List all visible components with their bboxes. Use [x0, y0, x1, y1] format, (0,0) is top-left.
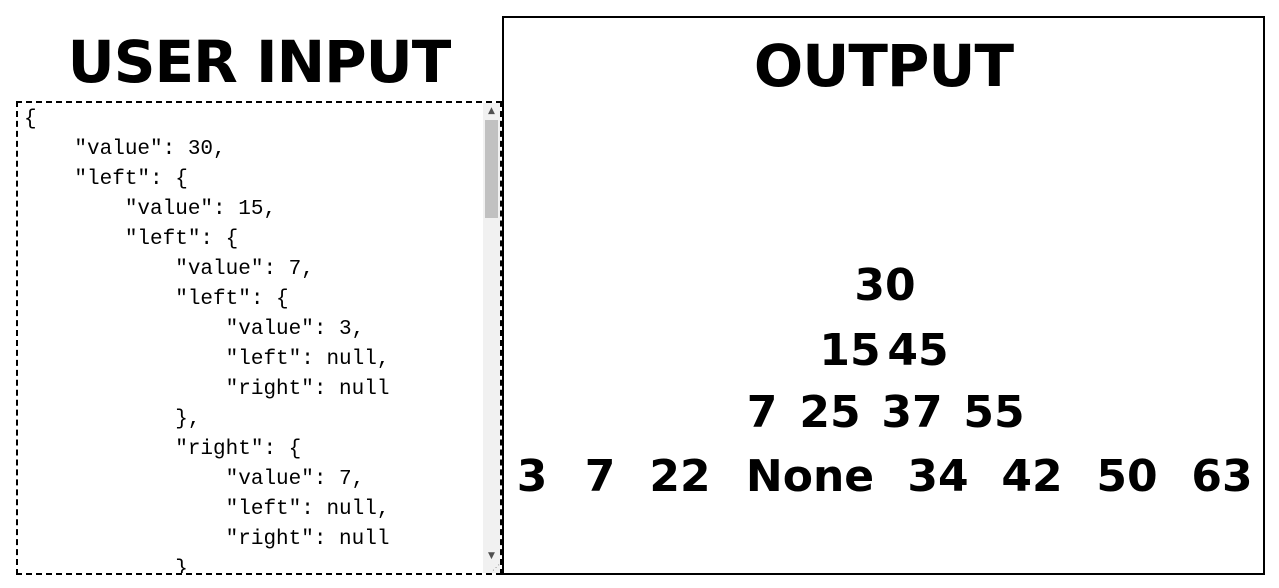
output-panel-title: OUTPUT — [753, 32, 1014, 100]
scroll-down-arrow-icon[interactable]: ▼ — [488, 551, 495, 561]
tree-level-0: 30 — [504, 258, 1263, 314]
tree-node-value: 15 — [819, 325, 881, 376]
tree-node-value: 63 — [1191, 451, 1253, 502]
scrollbar-thumb[interactable] — [485, 120, 498, 218]
tree-node-value: None — [745, 451, 875, 502]
json-input-text[interactable]: { "value": 30, "left": { "value": 15, "l… — [24, 108, 390, 575]
tree-node-value: 50 — [1096, 451, 1158, 502]
tree-node-value: 3 — [516, 451, 548, 502]
tree-node-value: 34 — [907, 451, 969, 502]
tree-node-value: 22 — [649, 451, 711, 502]
tree-node-value: 37 — [881, 387, 943, 438]
json-input-scrollbar[interactable]: ▲ ▼ — [483, 103, 500, 573]
resize-grip-icon[interactable]: ⋰ — [490, 563, 500, 573]
tree-level-3: 3 7 22 None 34 42 50 63 — [504, 449, 1263, 505]
tree-node-value: 55 — [963, 387, 1025, 438]
tree-node-value: 7 — [584, 451, 616, 502]
output-panel: OUTPUT 30 15 45 7 25 37 55 3 7 22 None 3… — [502, 16, 1265, 575]
scroll-up-arrow-icon[interactable]: ▲ — [488, 106, 495, 116]
tree-node-value: 25 — [799, 387, 861, 438]
tree-node-value: 30 — [854, 260, 916, 311]
tree-level-2: 7 25 37 55 — [504, 385, 1263, 441]
tree-level-1: 15 45 — [504, 323, 1263, 379]
input-panel-title: USER INPUT — [67, 28, 452, 96]
tree-node-value: 45 — [887, 325, 949, 376]
tree-node-value: 7 — [746, 387, 778, 438]
json-input-textarea[interactable]: { "value": 30, "left": { "value": 15, "l… — [16, 101, 502, 575]
tree-node-value: 42 — [1001, 451, 1063, 502]
